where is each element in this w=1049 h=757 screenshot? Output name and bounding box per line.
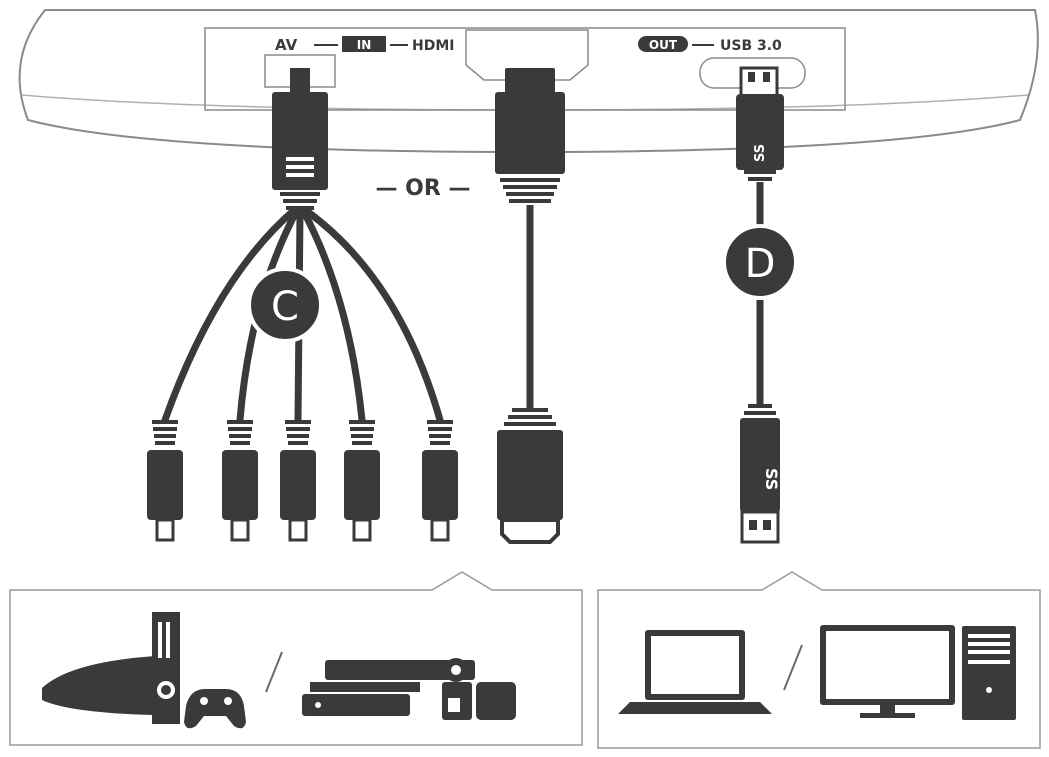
hdmi-label: HDMI <box>412 38 454 54</box>
game-console-icon <box>42 612 180 724</box>
cable-c-badge <box>247 267 323 343</box>
usb-cable: SS D SS <box>722 66 798 544</box>
usb-bottom-plug-text: SS <box>762 468 781 490</box>
cable-c-letter: C <box>271 284 299 330</box>
source-devices-panel <box>9 571 583 746</box>
rca-plug <box>344 420 380 542</box>
av-label: AV <box>275 36 298 54</box>
dvd-player-icon <box>302 660 475 716</box>
out-badge-box <box>638 36 688 52</box>
out-badge: OUT <box>649 38 678 52</box>
rca-plug <box>280 420 316 542</box>
cable-d-letter: D <box>745 241 776 287</box>
or-label: — OR — <box>376 176 471 201</box>
in-badge-box <box>342 36 386 52</box>
usb-label: USB 3.0 <box>720 38 782 54</box>
rca-plug <box>422 420 458 542</box>
rca-plug <box>147 420 183 542</box>
laptop-icon <box>618 630 772 714</box>
pc-tower-icon <box>962 626 1016 720</box>
hdmi-port <box>465 29 589 81</box>
av-cable: C <box>147 68 458 542</box>
rca-plug <box>222 420 258 542</box>
in-badge: IN <box>357 38 372 52</box>
desktop-monitor-icon <box>820 625 955 718</box>
usb-top-plug-text: SS <box>753 144 768 162</box>
target-devices-panel <box>597 571 1041 749</box>
gamepad-icon <box>184 688 246 729</box>
hdmi-cable <box>495 68 565 544</box>
cable-d-badge <box>722 224 798 300</box>
camcorder-icon <box>442 658 516 720</box>
rca-plugs <box>147 420 458 542</box>
